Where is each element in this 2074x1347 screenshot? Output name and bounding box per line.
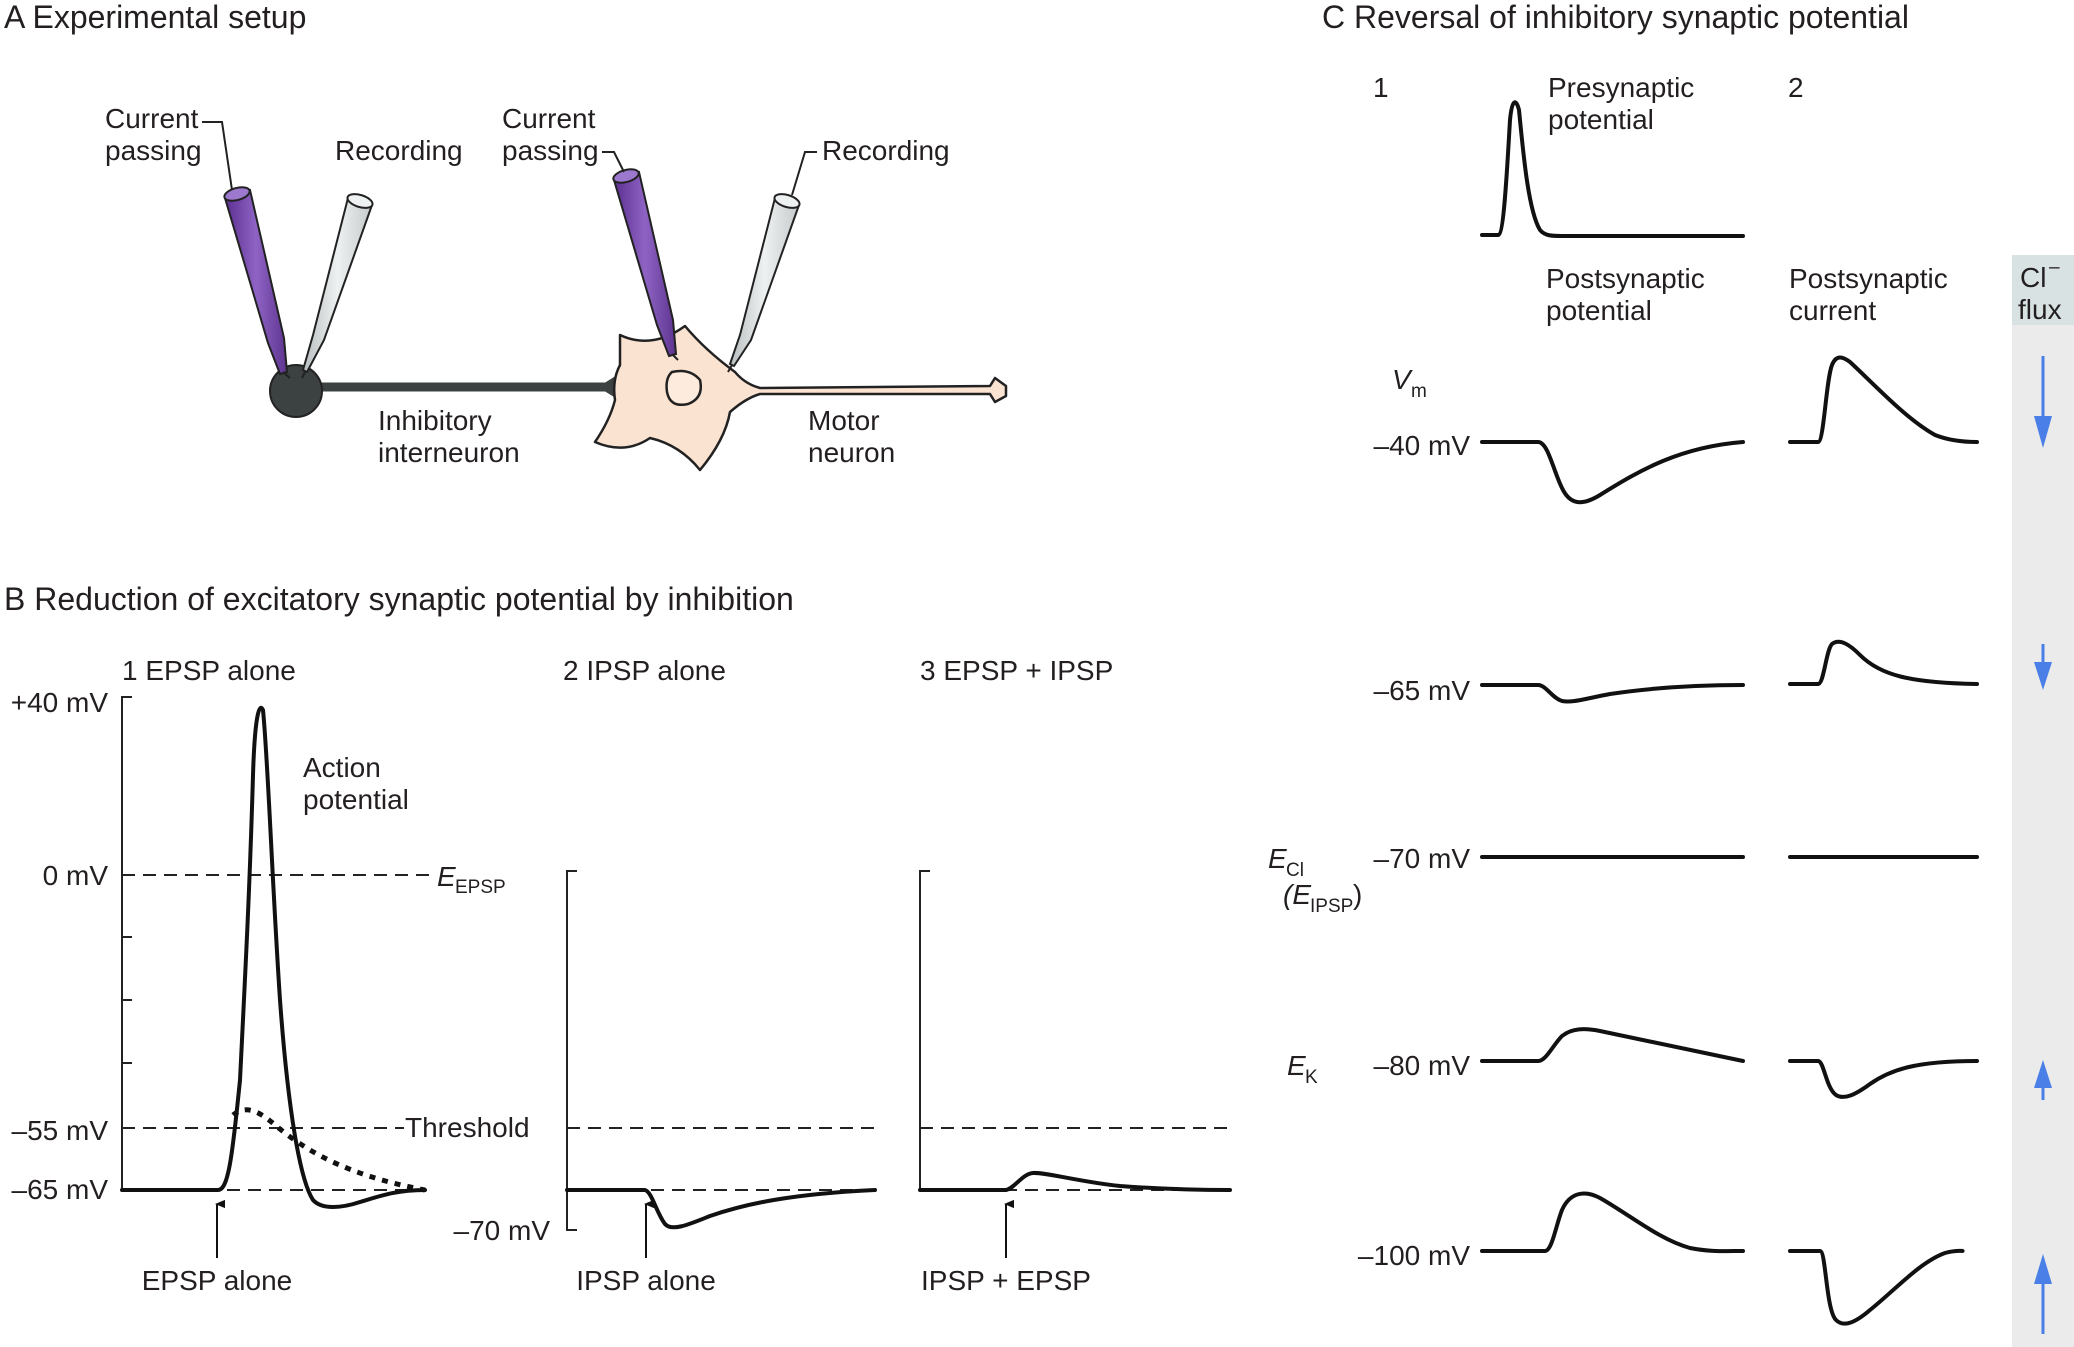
- label-postsynaptic-2: Postsynaptic: [1789, 263, 1948, 294]
- label-column-1: 1: [1373, 72, 1389, 103]
- motor-neuron-nucleus: [665, 369, 702, 406]
- label-presynaptic: Presynaptic: [1548, 72, 1694, 103]
- label-current-passing-2b: passing: [502, 135, 599, 166]
- panel-b-title: B Reduction of excitatory synaptic poten…: [4, 581, 794, 617]
- level-minus80mv: –80 mV: [1374, 1050, 1471, 1081]
- label-e-epsp-subscript: EPSP: [455, 877, 506, 898]
- psc-trace-minus100: [1788, 1248, 1965, 1326]
- label-presynaptic-potential: potential: [1548, 104, 1654, 135]
- axis-1: [121, 696, 132, 1190]
- label-neuron: neuron: [808, 437, 895, 468]
- label-minus65mv: –65 mV: [12, 1174, 109, 1205]
- label-motor: Motor: [808, 405, 880, 436]
- label-action: Action: [303, 752, 381, 783]
- leader-current-2: [602, 151, 625, 173]
- recording-electrode-2: [727, 193, 801, 373]
- label-cl: Cl: [2020, 262, 2046, 293]
- current-electrode-1: [223, 186, 291, 379]
- cl-flux-header: [2012, 255, 2074, 325]
- label-threshold: Threshold: [405, 1112, 530, 1143]
- level-minus65mv: –65 mV: [1374, 675, 1471, 706]
- subpanel-1-title: 1 EPSP alone: [122, 655, 296, 686]
- flux-arrow-up-minus100: [2034, 1254, 2052, 1334]
- label-e-ipsp-close: ): [1353, 879, 1362, 910]
- flux-arrow-down-minus65: [2034, 644, 2052, 690]
- label-current-passing-1b: passing: [105, 135, 202, 166]
- recording-electrode-1: [301, 193, 374, 379]
- flux-arrow-down-minus40: [2034, 356, 2052, 448]
- psc-trace-minus65: [1788, 639, 1979, 686]
- panel-a-title: A Experimental setup: [4, 0, 306, 35]
- current-electrode-2: [612, 168, 679, 361]
- label-interneuron: interneuron: [378, 437, 520, 468]
- action-potential-trace: [120, 705, 427, 1209]
- label-vm: V: [1392, 364, 1413, 395]
- label-e-ipsp-subscript: IPSP: [1310, 896, 1353, 917]
- subpanel-2-title: 2 IPSP alone: [563, 655, 726, 686]
- panel-a: A Experimental setup: [4, 0, 1008, 472]
- label-arrow-epsp-alone: EPSP alone: [142, 1265, 293, 1296]
- psc-trace-minus80: [1788, 1059, 1979, 1099]
- label-recording-2: Recording: [822, 135, 950, 166]
- leader-current-1: [202, 121, 233, 191]
- motor-neuron-body: [593, 324, 1008, 472]
- label-flux: flux: [2018, 294, 2062, 325]
- leader-recording-2: [791, 151, 817, 196]
- label-minus70mv: –70 mV: [454, 1215, 551, 1246]
- label-arrow-ipsp-alone: IPSP alone: [576, 1265, 716, 1296]
- epsp-subthreshold-dashed: [231, 1107, 426, 1193]
- label-postsynaptic-potential: potential: [1546, 295, 1652, 326]
- label-postsynaptic-1: Postsynaptic: [1546, 263, 1705, 294]
- ipsp-trace: [565, 1188, 877, 1230]
- psp-trace-minus40: [1480, 440, 1745, 505]
- label-recording-1: Recording: [335, 135, 463, 166]
- interneuron-soma: [269, 364, 323, 418]
- label-postsynaptic-current: current: [1789, 295, 1876, 326]
- label-e-cl: E: [1268, 843, 1287, 874]
- label-cl-superscript: –: [2049, 257, 2060, 278]
- label-arrow-ipsp-epsp: IPSP + EPSP: [921, 1265, 1091, 1296]
- psp-trace-minus80: [1480, 1027, 1745, 1063]
- level-minus40mv: –40 mV: [1374, 430, 1471, 461]
- label-0mv: 0 mV: [43, 860, 109, 891]
- subpanel-3-title: 3 EPSP + IPSP: [920, 655, 1113, 686]
- epsp-ipsp-trace: [918, 1170, 1232, 1192]
- psp-trace-minus100: [1480, 1191, 1745, 1254]
- label-minus55mv: –55 mV: [12, 1115, 109, 1146]
- label-inhibitory: Inhibitory: [378, 405, 492, 436]
- label-e-cl-subscript: Cl: [1286, 860, 1304, 881]
- panel-c-title: C Reversal of inhibitory synaptic potent…: [1322, 0, 1909, 35]
- presynaptic-spike-trace: [1480, 100, 1745, 238]
- level-minus100mv: –100 mV: [1358, 1240, 1470, 1271]
- psp-trace-minus65: [1480, 683, 1745, 704]
- level-minus70mv: –70 mV: [1374, 843, 1471, 874]
- axis-3: [919, 870, 930, 1190]
- label-e-k-subscript: K: [1305, 1067, 1318, 1088]
- label-e-ipsp: (E: [1283, 879, 1311, 910]
- panel-b: B Reduction of excitatory synaptic poten…: [4, 581, 1232, 1296]
- label-current-passing-2a: Current: [502, 103, 596, 134]
- axis-1-ticks: [122, 874, 132, 1191]
- psc-trace-minus40: [1788, 355, 1979, 444]
- flux-arrow-up-minus80: [2034, 1060, 2052, 1100]
- label-potential: potential: [303, 784, 409, 815]
- axis-2: [566, 870, 577, 1231]
- label-vm-subscript: m: [1411, 381, 1427, 402]
- label-plus40mv: +40 mV: [11, 687, 109, 718]
- label-current-passing-1a: Current: [105, 103, 199, 134]
- label-column-2: 2: [1788, 72, 1804, 103]
- label-e-epsp: E: [437, 861, 456, 892]
- panel-c: C Reversal of inhibitory synaptic potent…: [1268, 0, 2074, 1347]
- label-e-k: E: [1287, 1050, 1306, 1081]
